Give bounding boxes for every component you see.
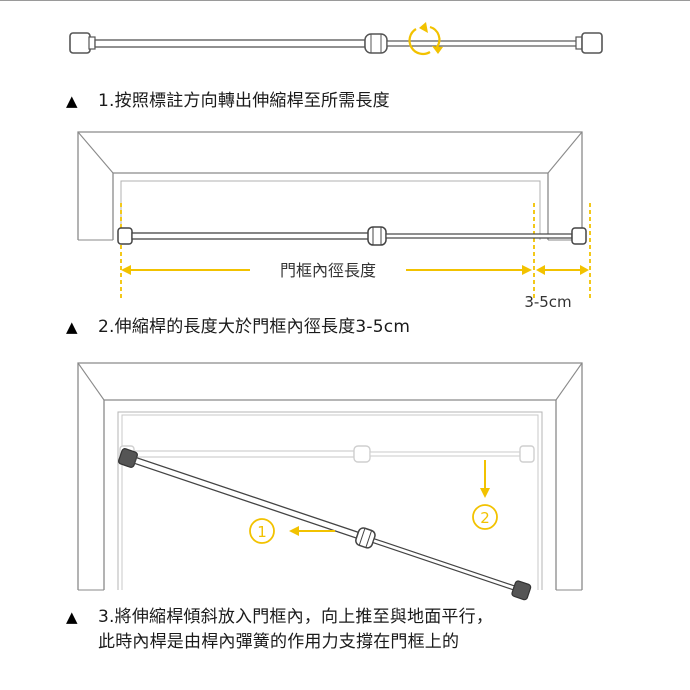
inner-width-label: 門框內徑長度 — [280, 261, 376, 280]
rod-joint — [367, 226, 387, 246]
extra-length-label: 3-5cm — [524, 293, 571, 311]
rod-outer-tube — [94, 39, 366, 48]
rod-outer-tube — [131, 232, 370, 240]
rod-inner-tube — [386, 40, 582, 47]
arrow-right-icon — [580, 265, 589, 275]
rotate-arrow-icon — [408, 22, 443, 55]
rod-end-cap-right — [581, 32, 603, 54]
step-3: ▲ 3.將伸縮桿傾斜放入門框內，向上推至與地面平行， 此時內桿是由桿內彈簧的作用… — [66, 605, 493, 655]
ghost-rod — [119, 445, 535, 463]
diagram-3-door-frame: 2 1 — [77, 362, 583, 601]
step-3-line-2: 此時內桿是由桿內彈簧的作用力支撐在門框上的 — [98, 632, 460, 652]
rod-end-cap-right — [571, 227, 587, 245]
triangle-bullet-icon: ▲ — [66, 608, 78, 626]
rod-end-cap-left — [69, 32, 91, 54]
arrow-down-icon — [480, 488, 490, 498]
circle-2-label: 2 — [480, 509, 490, 527]
step-2-text: 2.伸縮桿的長度大於門框內徑長度3-5cm — [98, 317, 411, 337]
arrow-left-icon — [536, 265, 545, 275]
top-divider — [0, 0, 690, 1]
triangle-bullet-icon: ▲ — [66, 318, 78, 336]
arrow-left-icon — [121, 265, 131, 275]
step-1-text: 1.按照標註方向轉出伸縮桿至所需長度 — [98, 91, 390, 111]
step-3-line-1: 3.將伸縮桿傾斜放入門框內，向上推至與地面平行， — [98, 607, 494, 627]
rod-end-cap-left — [117, 227, 133, 245]
rod-inner-tube — [385, 233, 573, 239]
arrow-left-icon — [289, 526, 299, 536]
step-3-text: 3.將伸縮桿傾斜放入門框內，向上推至與地面平行， 此時內桿是由桿內彈簧的作用力支… — [98, 605, 493, 655]
rod-joint — [364, 33, 388, 54]
arrow-right-icon — [522, 265, 532, 275]
diagram-1-tension-rod — [69, 22, 603, 55]
step-2: ▲ 2.伸縮桿的長度大於門框內徑長度3-5cm — [66, 315, 410, 340]
step-circle-2 — [472, 504, 498, 530]
tilted-rod — [118, 448, 532, 601]
circle-1-label: 1 — [257, 523, 267, 541]
diagram-2-door-frame: 門框內徑長度 3-5cm — [77, 131, 591, 311]
step-circle-1 — [249, 518, 275, 544]
triangle-bullet-icon: ▲ — [66, 92, 78, 110]
step-1: ▲ 1.按照標註方向轉出伸縮桿至所需長度 — [66, 89, 390, 114]
